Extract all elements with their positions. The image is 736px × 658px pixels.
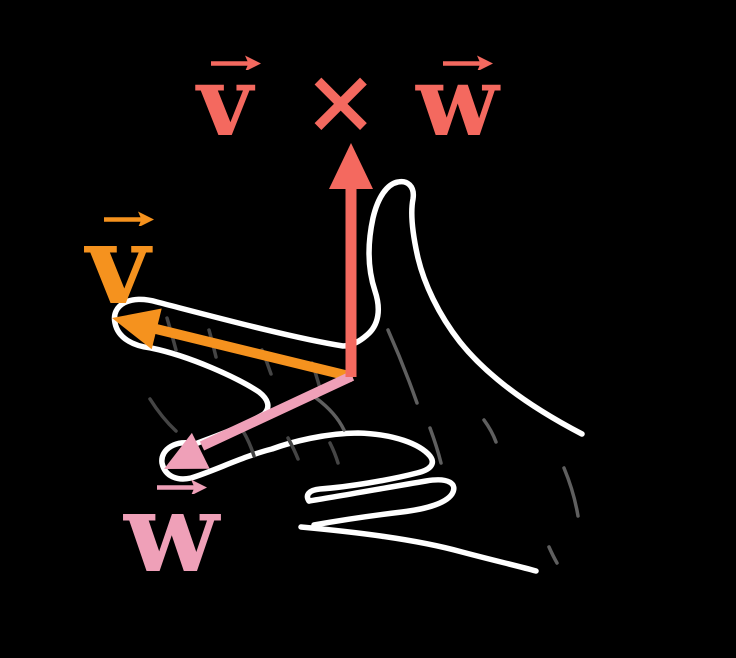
finger-web-crease <box>148 397 178 433</box>
w-vector-label: w <box>124 478 219 588</box>
w-label-letter: w <box>124 468 219 597</box>
title-w-symbol: w <box>416 54 499 150</box>
title-v-letter: v <box>197 45 253 158</box>
vector-hat-arrow-icon <box>210 55 261 70</box>
back-of-hand-crease <box>547 545 559 565</box>
back-of-hand-crease <box>562 466 580 518</box>
hand-main-outline <box>111 178 585 504</box>
middle-finger-crease <box>241 429 256 458</box>
v-vector-arrowhead-icon <box>112 308 162 350</box>
middle-finger-crease <box>286 436 300 461</box>
vector-hat-arrow-icon <box>157 479 208 494</box>
title-w-letter: w <box>416 45 499 158</box>
palm-crease <box>314 396 346 432</box>
v-label-letter: v <box>86 200 150 329</box>
cross-product-times-sign: × <box>303 48 379 154</box>
hand-bottom-outline <box>298 524 539 574</box>
palm-crease <box>428 426 443 465</box>
hand-outline <box>111 178 585 574</box>
w-vector-arrow <box>164 371 355 469</box>
middle-finger-crease <box>328 441 340 465</box>
thumb-base-crease <box>386 328 419 405</box>
hand-pinky-outline <box>306 477 457 528</box>
w-vector-arrowhead-icon <box>164 432 210 469</box>
cross-product-vector-arrow <box>329 143 373 377</box>
palm-crease <box>482 418 498 444</box>
vector-hat-arrow-icon <box>103 211 154 226</box>
v-vector-label: v <box>86 200 154 329</box>
v-vector-arrow <box>112 308 355 382</box>
vector-hat-arrow-icon <box>443 55 494 70</box>
v-vector-shaft <box>150 323 355 382</box>
title-v-symbol: v <box>197 45 261 158</box>
w-vector-shaft <box>199 371 355 451</box>
cross-product-arrowhead-icon <box>329 143 373 189</box>
